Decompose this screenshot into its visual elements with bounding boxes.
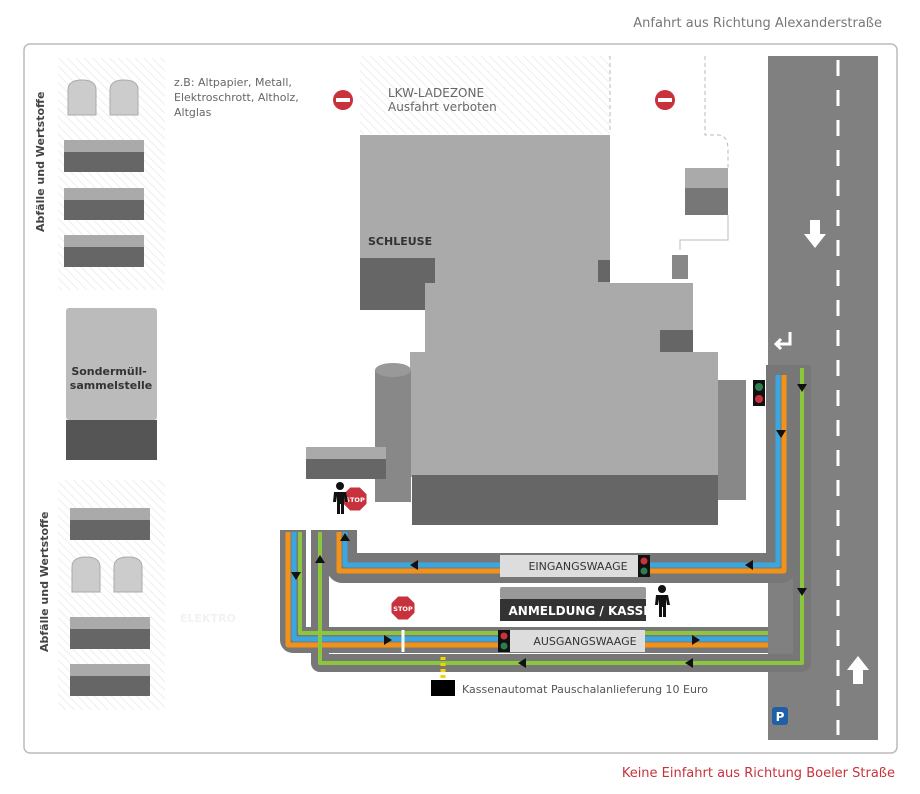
hazardous-waste-station: Sondermüll- sammelstelle (66, 308, 157, 460)
waste-label-bottom: Abfälle und Wertstoffe (38, 512, 51, 652)
arrow-up-icon (847, 656, 869, 684)
svg-text:STOP: STOP (393, 605, 413, 613)
stop-sign-icon: STOP (390, 595, 416, 621)
registration-desk: ANMELDUNG / KASSE (500, 587, 651, 621)
exit-scale: AUSGANGSWAAGE (510, 630, 645, 652)
person-icon (333, 482, 348, 514)
svg-text:P: P (776, 710, 785, 724)
pay-machine-label: Kassenautomat Pauschalanlieferung 10 Eur… (462, 683, 708, 696)
svg-text:EINGANGSWAAGE: EINGANGSWAAGE (528, 560, 627, 573)
arrow-down-icon (804, 220, 826, 248)
parking-icon: P (772, 707, 788, 725)
svg-text:Sondermüll- sammelstelle: Sondermüll- sammelstelle (70, 365, 152, 392)
svg-text:ANMELDUNG / KASSE: ANMELDUNG / KASSE (509, 604, 652, 618)
entry-scale: EINGANGSWAAGE (500, 555, 640, 577)
sluice-label: SCHLEUSE (368, 235, 432, 248)
traffic-light-icon (638, 555, 650, 577)
traffic-light-icon (498, 630, 510, 652)
direction-note: Anfahrt aus Richtung Alexanderstraße (633, 16, 882, 31)
containers-top (64, 79, 144, 267)
containers-bottom (70, 508, 150, 696)
loading-zone-label: LKW-LADEZONE Ausfahrt verboten (388, 86, 497, 114)
main-building (306, 135, 746, 525)
turn-left-arrow-icon (773, 332, 792, 351)
svg-text:STOP: STOP (345, 496, 365, 504)
pay-machine (431, 680, 455, 696)
traffic-light-icon (753, 380, 765, 406)
direction-arrows (291, 384, 807, 668)
no-entry-icon (655, 90, 675, 110)
person-icon (655, 585, 670, 617)
svg-text:AUSGANGSWAAGE: AUSGANGSWAAGE (533, 635, 636, 648)
no-entry-note: Keine Einfahrt aus Richtung Boeler Straß… (622, 766, 895, 781)
no-entry-icon (333, 90, 353, 110)
loading-zone-area (360, 56, 610, 134)
electro-label: ELEKTRO (180, 612, 236, 625)
examples-text: z.B: Altpapier, Metall, Elektroschrott, … (174, 76, 302, 119)
waste-label-top: Abfälle und Wertstoffe (34, 92, 47, 232)
